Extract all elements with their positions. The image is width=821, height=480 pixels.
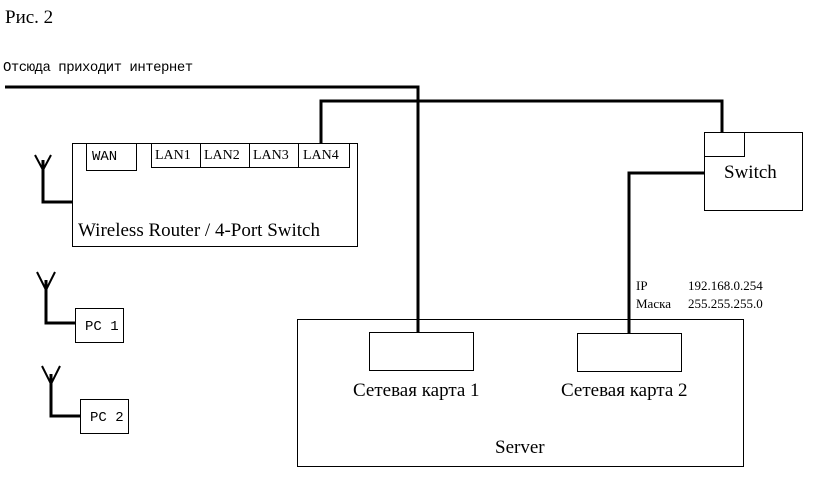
network-card-2 <box>577 333 682 372</box>
internet-source-label: Отсюда приходит интернет <box>3 60 193 76</box>
router-antenna-wire <box>41 160 72 204</box>
pc1-antenna-wire <box>44 280 75 325</box>
pc-1: PC 1 <box>75 308 124 343</box>
server-label: Server <box>495 437 545 458</box>
ip-value: 192.168.0.254 <box>688 278 763 293</box>
port-label: WAN <box>92 149 118 165</box>
pc-label: PC 2 <box>90 410 124 426</box>
port-wan: WAN <box>86 143 137 171</box>
port-label: LAN1 <box>155 148 191 163</box>
port-lan3: LAN3 <box>249 143 299 168</box>
switch-device: Switch <box>704 132 803 211</box>
internet-line <box>5 85 420 333</box>
port-lan1: LAN1 <box>151 143 201 168</box>
pc2-antenna-icon <box>41 365 61 387</box>
ip-key: IP <box>636 278 648 293</box>
port-label: LAN4 <box>303 148 339 163</box>
port-lan4: LAN4 <box>298 143 350 168</box>
server: Server <box>297 319 744 467</box>
router-label: Wireless Router / 4-Port Switch <box>78 220 320 241</box>
network-card-2-label: Сетевая карта 2 <box>561 380 688 401</box>
pc-2: PC 2 <box>80 399 129 434</box>
switch-port <box>704 132 745 157</box>
pc2-antenna-wire <box>49 374 80 418</box>
mask-value: 255.255.255.0 <box>688 296 763 311</box>
lan4-to-switch-line <box>319 99 724 143</box>
port-lan2: LAN2 <box>200 143 250 168</box>
port-label: LAN2 <box>204 148 240 163</box>
figure-label: Рис. 2 <box>5 7 54 28</box>
network-card-1-label: Сетевая карта 1 <box>353 380 480 401</box>
router-antenna-icon <box>34 154 52 173</box>
switch-label: Switch <box>724 162 777 183</box>
port-label: LAN3 <box>253 148 289 163</box>
network-card-1 <box>369 332 474 371</box>
pc1-antenna-icon <box>36 271 56 293</box>
mask-key: Маска <box>636 296 671 311</box>
pc-label: PC 1 <box>85 319 119 335</box>
switch-to-nic2-line <box>627 171 704 333</box>
